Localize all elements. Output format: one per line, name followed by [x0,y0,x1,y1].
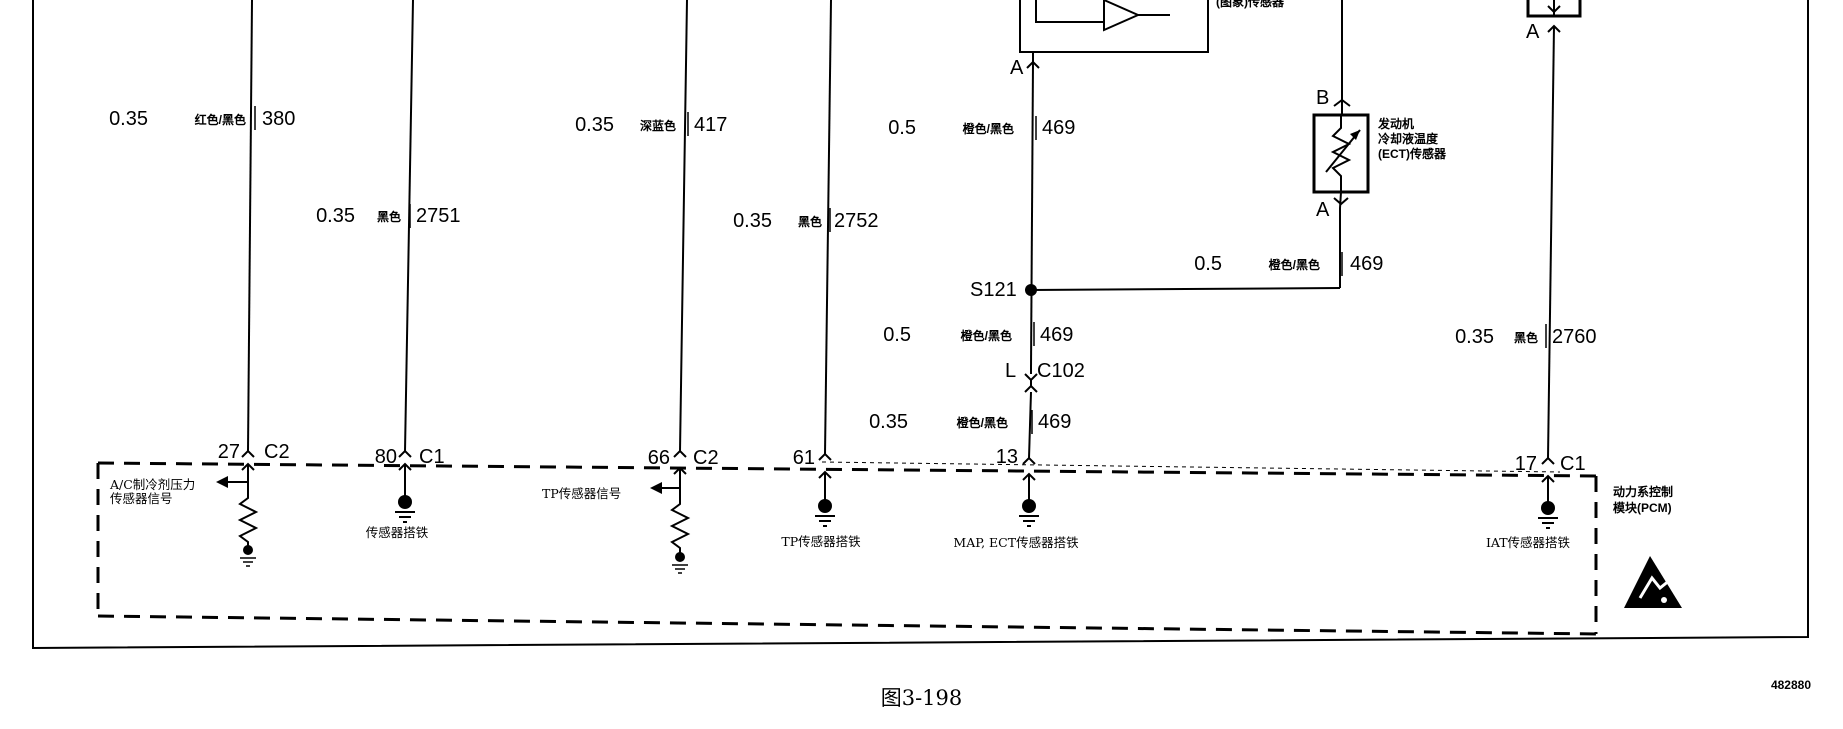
tp-signal-arrow [650,482,662,494]
map-ect-ground-13 [1022,472,1036,500]
ac-signal-arrow [216,476,228,488]
svg-text:469: 469 [1350,253,1383,275]
svg-text:380: 380 [262,108,295,130]
svg-text:0.35: 0.35 [109,108,148,130]
wire-2760 [1547,25,1555,459]
connector-shell-line [821,461,1561,473]
pin-66: 66 [648,447,670,469]
wire-label-417: 0.35 深蓝色 417 [575,114,727,136]
c102-label: C102 [1037,360,1085,382]
ac-signal-label-2: 传感器信号 [110,491,173,506]
tp-signal-label: TP传感器信号 [542,486,621,501]
svg-text:黑色: 黑色 [798,214,822,229]
iat-sensor-partial [1526,0,1582,18]
svg-text:橙色/黑色: 橙色/黑色 [1269,257,1320,272]
pcm-label-2: 模块(PCM) [1613,500,1672,515]
wire-label-2752: 0.35 黑色 2752 [733,210,878,232]
wire-label-469-branch: 0.5 橙色/黑色 469 [1194,253,1383,275]
wire-2752 [824,0,832,455]
ac-signal-label-1: A/C制冷剂压力 [109,477,195,492]
ect-label-1: 发动机 [1377,116,1414,131]
ac-ground-symbol [240,557,256,567]
svg-text:2752: 2752 [834,210,879,232]
pin-13: 13 [996,446,1018,468]
document-id: 482880 [1770,678,1811,692]
map-pin-a: A [1010,57,1024,79]
svg-text:0.35: 0.35 [575,114,614,136]
wire-label-380: 0.35 红色/黑色 380 [109,108,295,130]
svg-text:0.35: 0.35 [733,210,772,232]
iat-ground-17 [1541,474,1555,502]
svg-text:深蓝色: 深蓝色 [640,118,676,133]
pin-27: 27 [218,441,240,463]
map-ect-ground-label: MAP, ECT传感器搭铁 [953,535,1079,550]
label-separators [254,106,1547,434]
ect-label-2: 冷却液温度 [1378,131,1439,146]
iat-ground-label: IAT传感器搭铁 [1486,535,1571,550]
tp-signal-circuit [656,466,691,554]
svg-text:0.5: 0.5 [888,117,916,139]
map-sensor-partial [1019,0,1209,53]
splice-s121-label: S121 [970,279,1017,301]
sensor-ground-80 [398,462,412,496]
svg-text:黑色: 黑色 [1514,330,1538,345]
pin-17: 17 [1515,453,1537,475]
svg-text:0.5: 0.5 [1194,253,1222,275]
iat-pin-a: A [1526,21,1540,43]
pcm-label-1: 动力系控制 [1613,484,1673,499]
wire-label-2751: 0.35 黑色 2751 [316,205,460,227]
ac-signal-circuit [222,462,259,548]
wire-469-pcm [1028,391,1032,459]
svg-text:0.5: 0.5 [883,324,911,346]
svg-text:黑色: 黑色 [377,209,401,224]
svg-text:橙色/黑色: 橙色/黑色 [957,415,1008,430]
svg-text:469: 469 [1038,411,1071,433]
svg-text:0.35: 0.35 [1455,326,1494,348]
diagram-frame [32,0,1809,650]
svg-text:红色/黑色: 红色/黑色 [195,112,246,127]
pin-80-connector: C1 [419,446,445,468]
ect-sensor-symbol [1312,113,1370,194]
tp-ground-label: TP传感器搭铁 [781,534,861,549]
svg-text:橙色/黑色: 橙色/黑色 [961,328,1012,343]
pin-17-connector: C1 [1560,453,1586,475]
wire-380 [247,0,253,452]
pcm-boundary [96,461,1598,636]
pin-27-connector: C2 [264,441,290,463]
figure-caption: 图3-198 [880,686,963,710]
wire-label-469-b: 0.5 橙色/黑色 469 [883,324,1073,346]
pin-61: 61 [793,447,815,469]
ect-label-3: (ECT)传感器 [1378,146,1447,161]
wire-469-branch-h [1030,287,1341,291]
svg-text:2751: 2751 [416,205,461,227]
svg-text:469: 469 [1040,324,1073,346]
ect-pin-b: B [1316,87,1329,109]
c102-pin-l: L [1005,360,1016,382]
wire-2751 [404,0,414,452]
wire-label-469-a: 0.5 橙色/黑色 469 [888,117,1075,139]
svg-text:2760: 2760 [1552,326,1597,348]
svg-text:0.35: 0.35 [316,205,355,227]
connector-chevrons [241,24,1561,465]
pin-80: 80 [375,446,397,468]
wire-label-2760: 0.35 黑色 2760 [1455,326,1596,348]
tp-ground-61 [818,470,832,500]
splice-s121-dot [1025,284,1037,296]
wire-469-main [1030,61,1034,369]
svg-text:0.35: 0.35 [869,411,908,433]
esd-warning-icon [1624,556,1682,608]
svg-text:469: 469 [1042,117,1075,139]
svg-text:417: 417 [694,114,727,136]
svg-text:橙色/黑色: 橙色/黑色 [963,121,1014,136]
wire-label-469-c: 0.35 橙色/黑色 469 [869,411,1071,433]
ect-pin-a: A [1316,199,1330,221]
wire-417 [679,0,688,452]
pin-66-connector: C2 [693,447,719,469]
map-sensor-label: (图象)传感器 [1216,0,1285,9]
sensor-ground-label: 传感器搭铁 [366,525,429,540]
